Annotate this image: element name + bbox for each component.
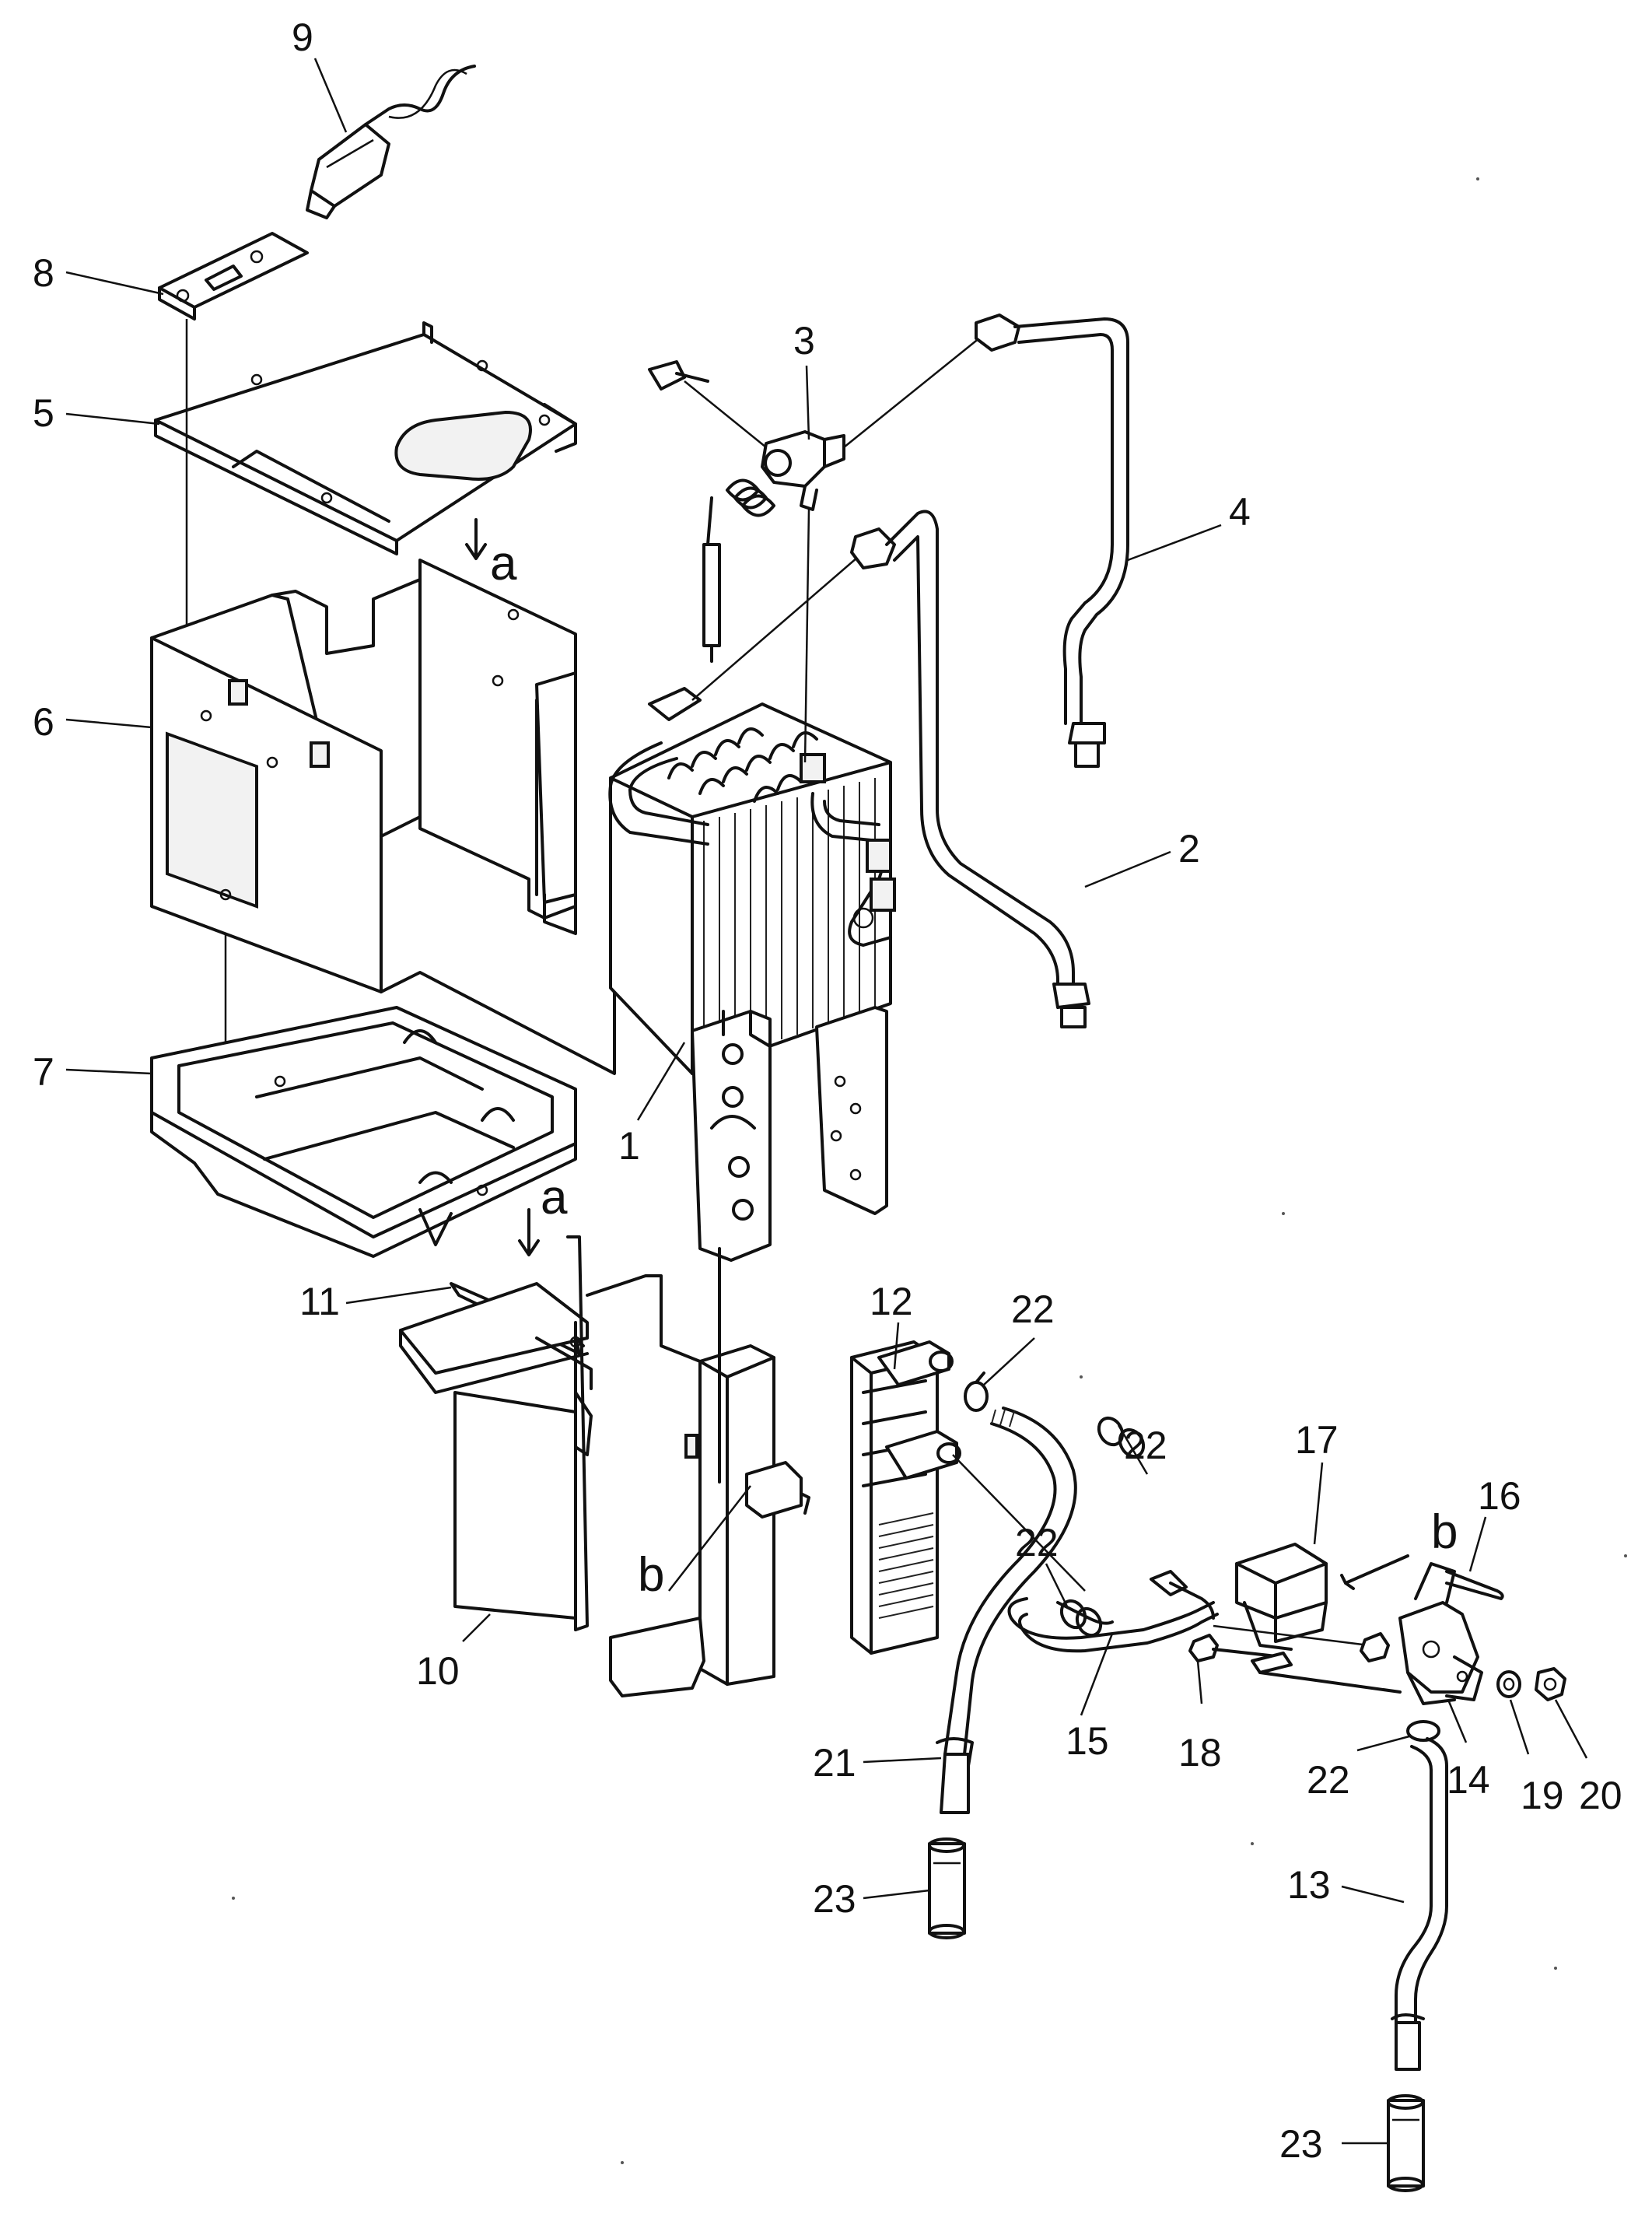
plate-with-slots [691, 1010, 772, 1262]
part-17-actuator-box [1235, 1543, 1328, 1651]
callout-8: 8 [33, 251, 54, 295]
ref-letter-a-mid: a [541, 1171, 568, 1224]
callout-2: 2 [1178, 827, 1200, 871]
side-panel-assembly [586, 1247, 810, 1697]
callout-1: 1 [618, 1124, 640, 1168]
part-16-pin [1445, 1570, 1504, 1600]
ref-letter-a-top: a [490, 537, 517, 590]
callout-15: 15 [1066, 1719, 1109, 1763]
callout-9: 9 [292, 16, 313, 59]
part-12-heater-core [850, 1340, 961, 1655]
callout-4: 4 [1229, 490, 1251, 534]
part-18-plate [1251, 1632, 1402, 1694]
part-14-lever [1398, 1562, 1483, 1705]
callout-11: 11 [299, 1280, 340, 1323]
callout-23-a: 23 [813, 1877, 856, 1921]
part-9-switch [306, 65, 476, 219]
scan-specks [232, 177, 1627, 2164]
callout-5: 5 [33, 391, 54, 435]
part-22-clamp-c [1059, 1599, 1103, 1638]
callout-21: 21 [813, 1741, 856, 1785]
part-8-bracket [158, 232, 309, 321]
part-15-hose [952, 1454, 1370, 1653]
callout-22-a: 22 [1011, 1287, 1055, 1331]
callout-6: 6 [33, 700, 54, 744]
callout-18: 18 [1178, 1731, 1222, 1774]
callout-22-b: 22 [1124, 1424, 1167, 1467]
callout-19: 19 [1521, 1774, 1564, 1817]
callout-14: 14 [1447, 1758, 1490, 1802]
part-23-right-sleeve [1387, 2094, 1425, 2192]
part-5-top-cover [154, 321, 577, 555]
part-21-hose [936, 1407, 1077, 1814]
reference-letters: a a b b [490, 537, 1458, 1602]
part-19-washer [1496, 1670, 1521, 1698]
callout-10: 10 [416, 1649, 460, 1693]
part-2-pipe [850, 510, 1090, 1028]
part-4-pipe [975, 314, 1129, 768]
callout-13: 13 [1287, 1863, 1331, 1907]
callout-3: 3 [793, 319, 815, 363]
part-22-clamp-b [1097, 1416, 1146, 1459]
ref-letter-b-right: b [1431, 1505, 1458, 1559]
part-10-damper-door [399, 1235, 593, 1631]
part-1-evaporator [608, 687, 896, 1075]
callout-12: 12 [870, 1280, 913, 1323]
leader-lines [65, 58, 1588, 2145]
part-7-drain-pan [150, 1006, 577, 1258]
callout-22-c: 22 [1015, 1521, 1059, 1564]
small-bracket-plate [815, 1006, 888, 1215]
part-3-expansion-valve [648, 334, 985, 763]
callout-17: 17 [1295, 1418, 1339, 1462]
callout-23-b: 23 [1279, 2122, 1323, 2166]
ref-arrow-a-mid [518, 1208, 540, 1256]
callout-7: 7 [33, 1050, 54, 1094]
part-13-hose [1391, 1737, 1448, 2071]
ref-letter-b-left: b [638, 1548, 664, 1602]
part-20-nut [1535, 1667, 1566, 1701]
part-23-left-sleeve [928, 1837, 966, 1939]
part-22-clamp-d [1406, 1720, 1440, 1742]
ref-arrow-b-right [1340, 1554, 1409, 1590]
callout-20: 20 [1579, 1774, 1622, 1817]
part-6-housing [150, 559, 616, 1075]
callouts: 9 8 5 6 7 3 4 2 1 11 10 12 22 22 22 15 1… [33, 16, 1622, 2166]
callout-22-d: 22 [1307, 1758, 1350, 1802]
callout-16: 16 [1478, 1474, 1521, 1518]
part-22-clamp-a [964, 1371, 989, 1412]
ref-arrow-a-top [465, 518, 487, 560]
